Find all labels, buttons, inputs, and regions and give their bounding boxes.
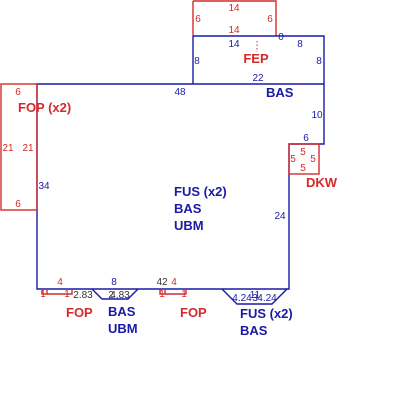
label-main-line1: FUS (x2) — [174, 184, 227, 199]
dim-bottom-fop1-run: 2.83 — [73, 290, 93, 301]
dim-bottom-fop2-right: 1 — [181, 289, 187, 300]
dim-upper-gap: 0 — [278, 32, 284, 43]
dim-bottom-fop1-right: 1 — [64, 289, 70, 300]
dim-bottom-fop1-left: 1 — [40, 289, 46, 300]
dim-left-fop-inner: 21 — [22, 143, 34, 154]
upper-section-outline — [193, 35, 325, 84]
label-left-fop: FOP (x2) — [18, 100, 71, 115]
dim-upper-right: 8 — [316, 56, 322, 67]
dim-dkw-top: 5 — [300, 147, 306, 158]
dim-left-fop-outer: 21 — [2, 143, 14, 154]
dim-upper-top: 14 — [228, 39, 240, 50]
label-bottom-bas-line1: BAS — [108, 304, 136, 319]
dim-bottom-fus-mid: 3 — [252, 293, 258, 304]
dim-step-bottom: 6 — [303, 133, 309, 144]
dim-dkw-left: 5 — [290, 154, 296, 165]
dim-bottom-mid: 42 — [156, 277, 168, 288]
bottom-fus-outline — [221, 288, 288, 305]
dim-left-fop-top: 6 — [15, 87, 21, 98]
dim-left-fop-bottom: 6 — [15, 199, 21, 210]
dim-upper-bottom: 22 — [252, 73, 264, 84]
bottom-fop-right-outline — [159, 289, 187, 295]
bottom-fop-left-outline — [41, 289, 73, 295]
bottom-bas-outline — [91, 288, 139, 300]
dim-bottom-fus-right: 4.24 — [257, 293, 277, 304]
label-main-line3: UBM — [174, 218, 204, 233]
label-upper-bas: BAS — [266, 85, 294, 100]
dim-bottom-fus-left: 4.24 — [232, 293, 252, 304]
dim-main-left: 34 — [38, 181, 50, 192]
label-bottom-fop1: FOP — [66, 305, 93, 320]
label-bottom-fus-line1: FUS (x2) — [240, 306, 293, 321]
label-fep: FEP — [243, 51, 269, 66]
dim-bottom-bas-inner: 2 — [108, 290, 114, 301]
label-bottom-fus-line2: BAS — [240, 323, 268, 338]
dim-fep-left: 6 — [195, 14, 201, 25]
dim-bottom-bas-top: 8 — [111, 277, 117, 288]
dim-fep-right: 6 — [267, 14, 273, 25]
dim-bottom-fus-top: 11 — [250, 290, 261, 301]
label-bottom-bas-line2: UBM — [108, 321, 138, 336]
label-dkw: DKW — [306, 175, 338, 190]
left-fop-outline — [0, 83, 38, 211]
dim-dkw-right: 5 — [310, 154, 316, 165]
fep-outline — [193, 0, 277, 36]
dim-right-step: 10 — [311, 110, 323, 121]
dim-bottom-fop2-top: 4 — [171, 277, 177, 288]
dkw-outline — [288, 143, 320, 175]
label-bottom-fop2: FOP — [180, 305, 207, 320]
dim-upper-tick: 8 — [297, 39, 303, 50]
dim-fep-bottom: 14 — [228, 25, 240, 36]
label-main-line2: BAS — [174, 201, 202, 216]
dim-bottom-fop2-left: 1 — [159, 289, 165, 300]
dim-main-right: 24 — [274, 211, 286, 222]
dim-fep-top: 14 — [228, 3, 240, 14]
dim-upper-left: 8 — [194, 56, 200, 67]
dim-bottom-fop1-top: 4 — [57, 277, 63, 288]
dim-bottom-bas-run: 4.83 — [110, 290, 130, 301]
dim-dkw-bottom: 5 — [300, 163, 306, 174]
dim-main-top: 48 — [174, 87, 186, 98]
